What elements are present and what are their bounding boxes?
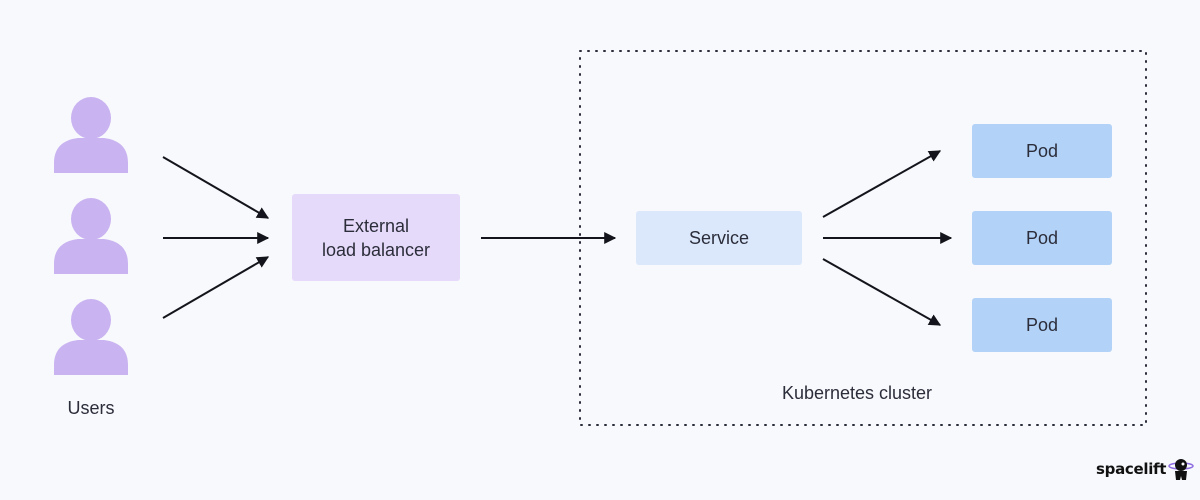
kubernetes-cluster-boundary — [579, 50, 1147, 426]
pod-node: Pod — [972, 124, 1112, 178]
user-icon — [54, 198, 128, 274]
pod-node: Pod — [972, 298, 1112, 352]
load-balancer-label-line1: External — [342, 215, 410, 236]
spacelift-logo: spacelift — [1096, 455, 1194, 483]
brand-name: spacelift — [1096, 460, 1167, 478]
users-label: Users — [67, 398, 115, 418]
astronaut-icon — [1168, 459, 1194, 480]
arrow-user3-to-load-balancer — [162, 256, 270, 319]
arrow-user1-to-load-balancer — [162, 156, 270, 219]
arrow-service-to-pod3 — [822, 258, 942, 326]
pod-label: Pod — [1025, 141, 1059, 161]
user-icon — [54, 299, 128, 375]
user-icon — [54, 97, 128, 173]
kubernetes-cluster-label: Kubernetes cluster — [781, 383, 933, 403]
pod-label: Pod — [1025, 315, 1059, 335]
service-node: Service — [636, 211, 802, 265]
pod-node: Pod — [972, 211, 1112, 265]
external-load-balancer-node: External load balancer — [292, 194, 460, 281]
pod-label: Pod — [1025, 228, 1059, 248]
arrow-service-to-pod1 — [822, 150, 942, 218]
service-label: Service — [688, 228, 750, 248]
load-balancer-label-line2: load balancer — [321, 239, 431, 260]
